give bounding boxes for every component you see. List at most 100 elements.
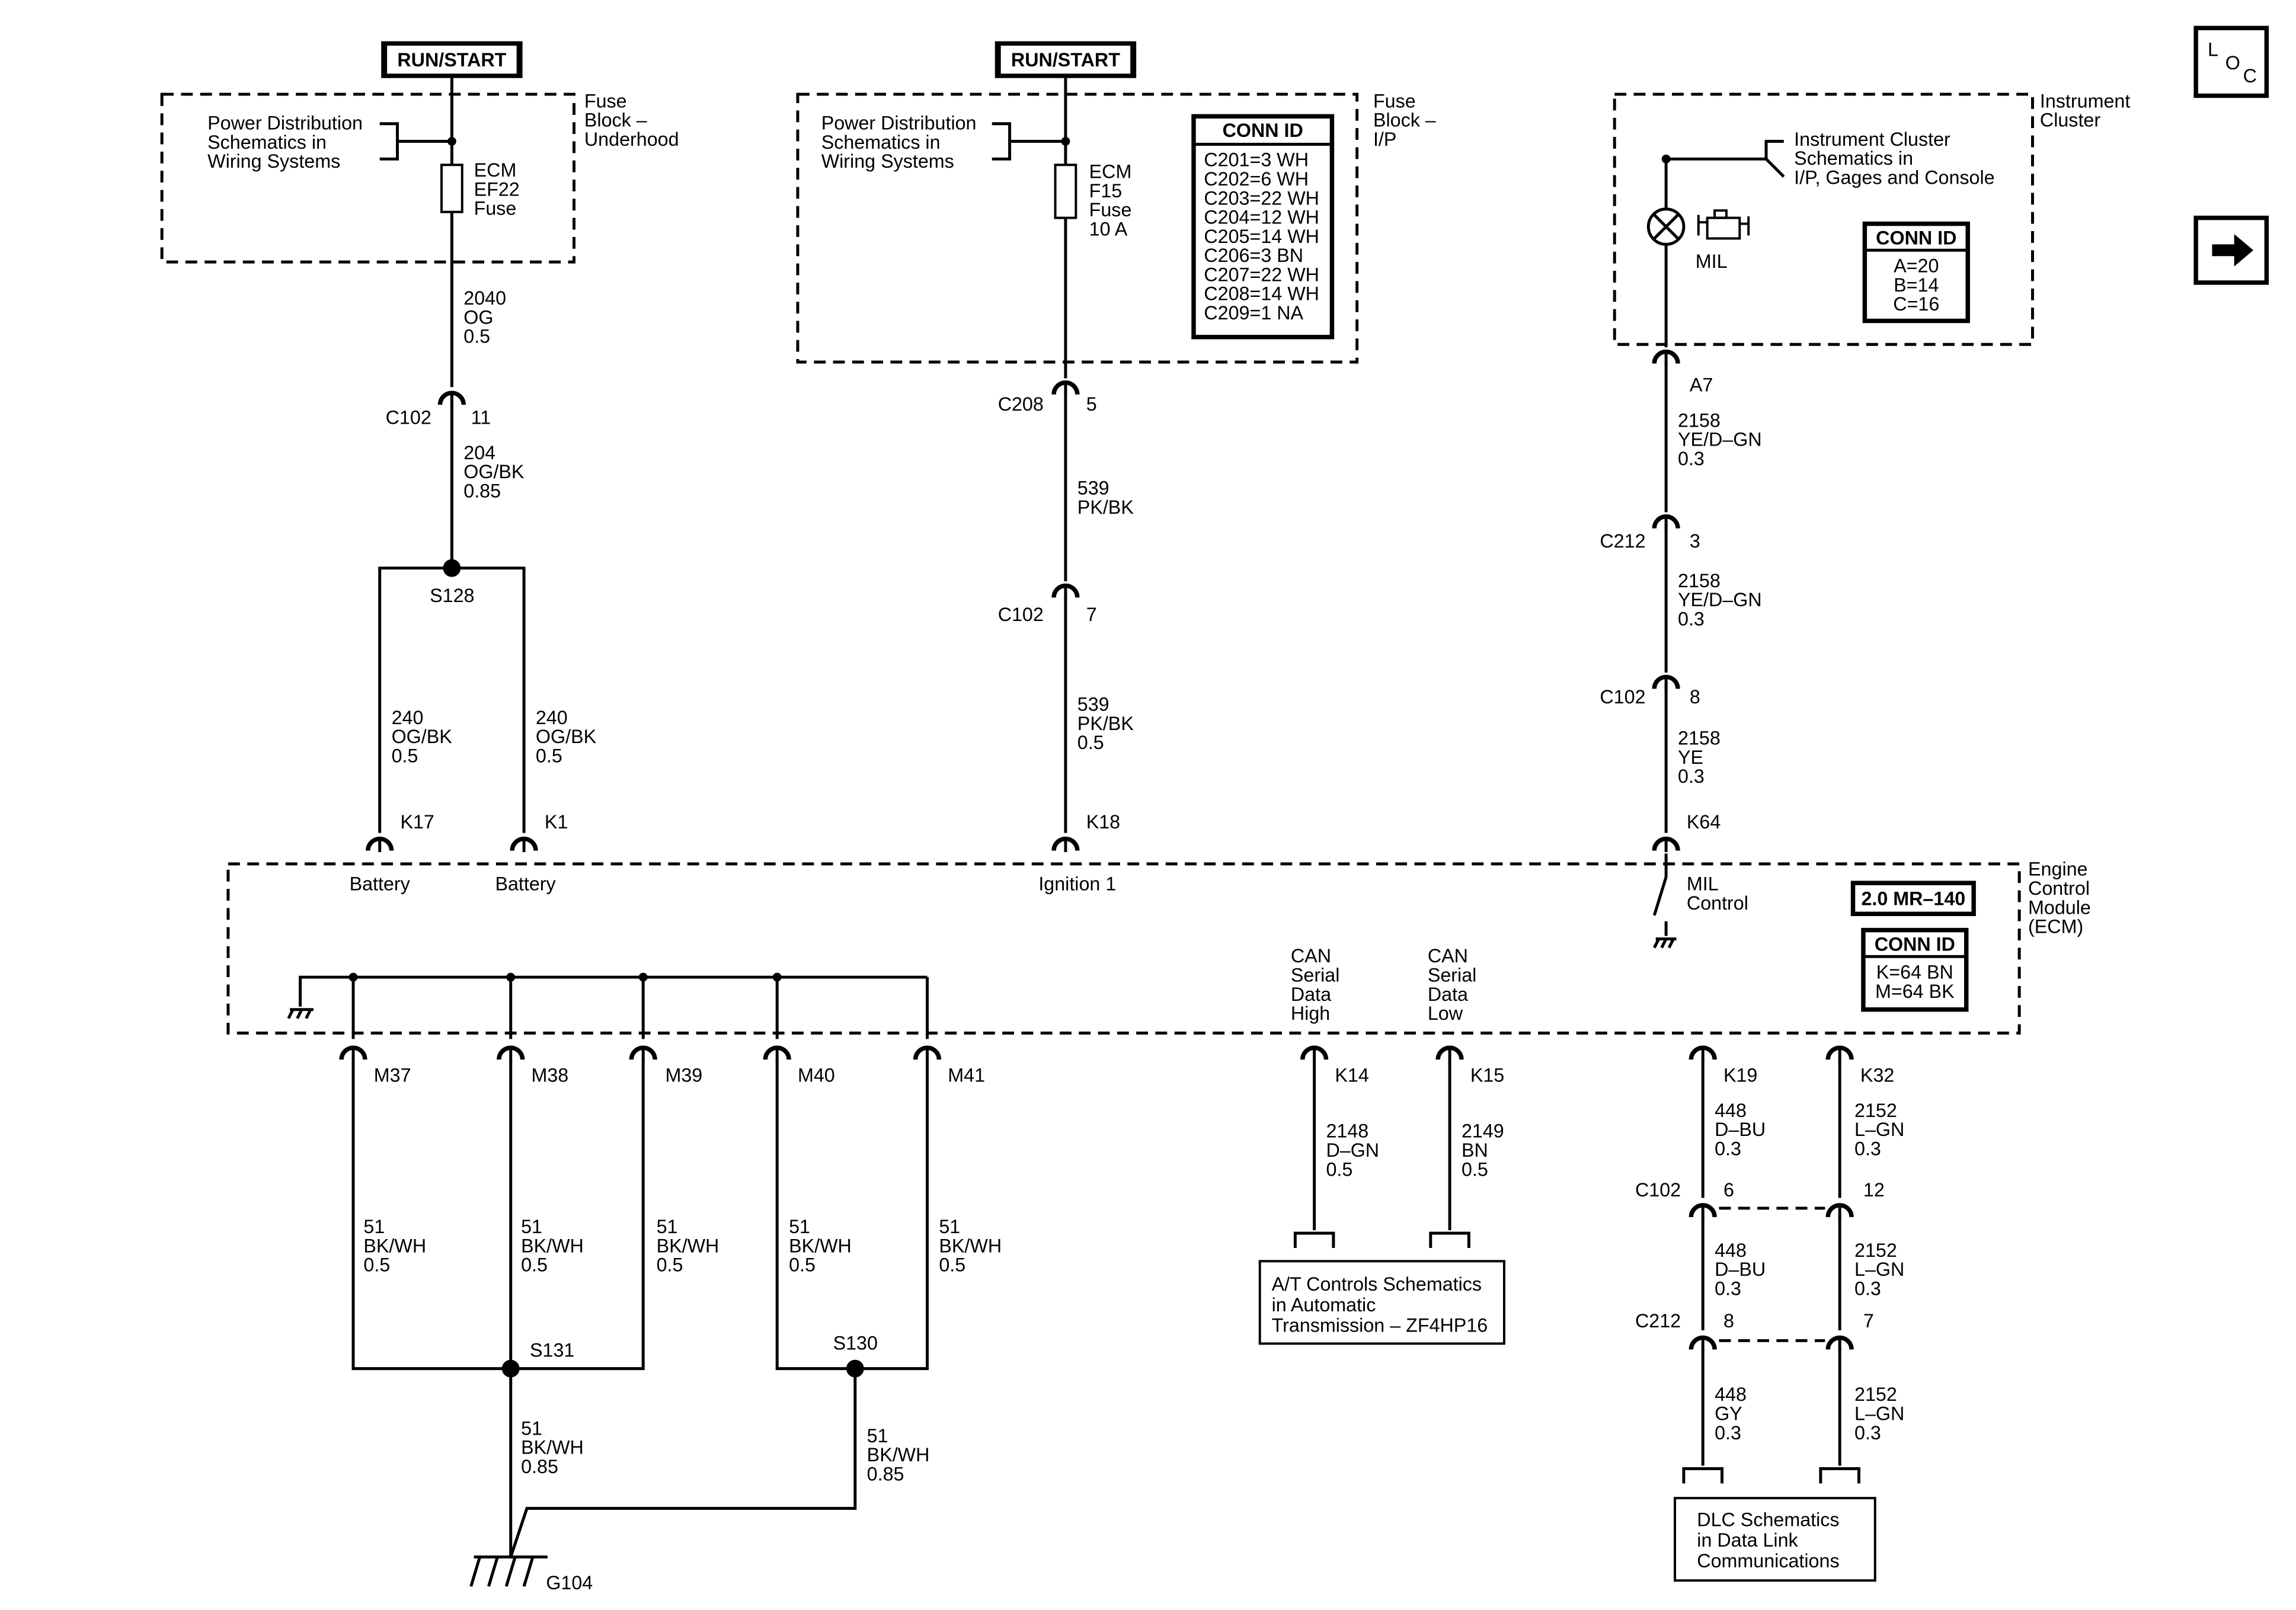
wire-539a-2: PK/BK [1077,497,1134,518]
connector-k19 [1689,1045,1717,1060]
wire-448a-2: D–BU [1715,1119,1766,1140]
wire-51-m39-2: BK/WH [657,1235,720,1256]
wire-2158a-1: 2158 [1678,409,1721,431]
wire-448c-2: GY [1715,1403,1742,1425]
k32-label: K32 [1860,1064,1894,1086]
conn-id-c204: C204=12 WH [1204,207,1319,228]
pin-k1-battery: Battery [495,873,556,895]
fuse-ef22-label-2: EF22 [474,178,520,200]
conn-id-c203: C203=22 WH [1204,187,1319,209]
conn-id-c208: C208=14 WH [1204,283,1319,305]
loc-icon[interactable]: L O C [2193,25,2269,98]
wire-539a-1: 539 [1077,478,1109,499]
connector-c212-3 [1652,514,1680,529]
connector-c102-7 [1051,583,1080,598]
wire-240a-3: 0.5 [392,745,418,766]
c102-pin-12: 12 [1863,1179,1885,1201]
connector-c212-7 [1825,1335,1854,1350]
conn-id-c202: C202=6 WH [1204,168,1309,190]
splice-s130-dot [846,1359,864,1378]
ecm-title-4: (ECM) [2028,916,2083,937]
wire-51-m38-3: 0.5 [521,1254,548,1276]
connector-c208-5 [1051,380,1080,395]
at-controls-reference[interactable]: A/T Controls Schematics in Automatic Tra… [1258,1260,1505,1345]
pin-mil-control-1: MIL [1687,873,1719,895]
fuse-f15-label-1: ECM [1089,161,1132,183]
k14-label: K14 [1335,1064,1368,1086]
connector-k32 [1825,1045,1854,1060]
wire-51-m39-1: 51 [657,1216,678,1237]
c102-7-name: C102 [998,604,1044,625]
wire-2152a-3: 0.3 [1854,1138,1881,1160]
can-low-1: CAN [1428,945,1468,966]
wire-448c-3: 0.3 [1715,1422,1741,1443]
conn-id-c207: C207=22 WH [1204,264,1319,285]
dlc-ref-3: Communications [1697,1550,1839,1571]
wire-2149-3: 0.5 [1462,1158,1488,1180]
wire-2152b-2: L–GN [1854,1259,1904,1280]
connector-c102-6 [1689,1203,1717,1218]
svg-text:2.0 MR–140: 2.0 MR–140 [1861,888,1965,909]
connector-c102-12 [1825,1203,1854,1218]
ecm-title-3: Module [2028,897,2091,918]
cluster-ref-3: I/P, Gages and Console [1794,167,1994,188]
power-dist-ref-1: Power Distribution [207,113,363,134]
wire-2152b-1: 2152 [1854,1240,1897,1261]
c102-7-pin: 7 [1086,604,1097,625]
wire-2040-2: OG [463,306,493,328]
can-low-3: Data [1428,984,1468,1005]
ecm-internal-ground-icon [287,1008,314,1019]
m40-label: M40 [798,1064,835,1086]
fuse-block-underhood: Fuse Block – Underhood Power Distributio… [160,90,679,264]
at-ref-2: in Automatic [1272,1294,1376,1315]
wire-2152c-3: 0.3 [1854,1422,1881,1443]
wire-448b-1: 448 [1715,1240,1747,1261]
fuse-ef22-label-3: Fuse [474,198,517,219]
wire-2152b-3: 0.3 [1854,1278,1881,1299]
conn-id-c205: C205=14 WH [1204,226,1319,247]
k17-label: K17 [400,811,434,833]
wire-2148-2: D–GN [1326,1140,1379,1161]
splice-s130-label: S130 [833,1332,878,1353]
at-ref-3: Transmission – ZF4HP16 [1272,1315,1488,1336]
wire-204-3: 0.85 [463,480,501,501]
ecm-title-2: Control [2028,878,2090,899]
conn-id-c: C=16 [1893,293,1939,315]
wire-2158b-3: 0.3 [1678,609,1705,630]
mil-lamp-icon [1646,207,1686,246]
svg-text:RUN/START: RUN/START [1011,49,1120,71]
k1-label: K1 [545,811,568,833]
m39-label: M39 [665,1064,702,1086]
fuse-block-ip-title-3: I/P [1373,129,1396,150]
wire-240b-3: 0.5 [536,745,562,766]
can-low-2: Serial [1428,965,1477,986]
conn-id-a: A=20 [1894,255,1939,277]
wire-51-s130-3: 0.85 [867,1463,904,1484]
can-high-2: Serial [1291,965,1340,986]
wire-204-1: 204 [463,442,495,463]
run-start-label-1: RUN/START [381,41,523,78]
wire-51-m40-2: BK/WH [789,1235,852,1256]
wire-51-m38-1: 51 [521,1216,542,1237]
pin-k18-ignition: Ignition 1 [1038,873,1116,895]
dlc-reference[interactable]: DLC Schematics in Data Link Communicatio… [1674,1497,1876,1582]
connector-labels: C102 11 C208 5 C102 7 A7 C212 3 C102 8 K… [374,375,1895,1361]
fuse-block-ip-title-2: Block – [1373,110,1436,131]
c212-3-name: C212 [1600,530,1645,552]
next-page-arrow-icon[interactable] [2193,215,2269,285]
wire-2148-3: 0.5 [1326,1158,1352,1180]
wire-51-s131-3: 0.85 [521,1456,558,1477]
wire-240a-2: OG/BK [392,726,453,747]
wire-51-m37-1: 51 [363,1216,385,1237]
connector-k64 [1652,836,1680,851]
fuse-ef22-label-1: ECM [474,159,517,181]
wire-2152a-2: L–GN [1854,1119,1904,1140]
wire-2158c-3: 0.3 [1678,766,1705,787]
wire-runs [351,78,1860,1558]
at-ref-1: A/T Controls Schematics [1272,1273,1482,1295]
wire-2040-3: 0.5 [463,326,490,347]
power-dist-ref-2: Schematics in [207,132,327,153]
splice-s131-label: S131 [530,1340,574,1361]
wire-51-m37-2: BK/WH [363,1235,426,1256]
wire-2152c-1: 2152 [1854,1384,1897,1405]
